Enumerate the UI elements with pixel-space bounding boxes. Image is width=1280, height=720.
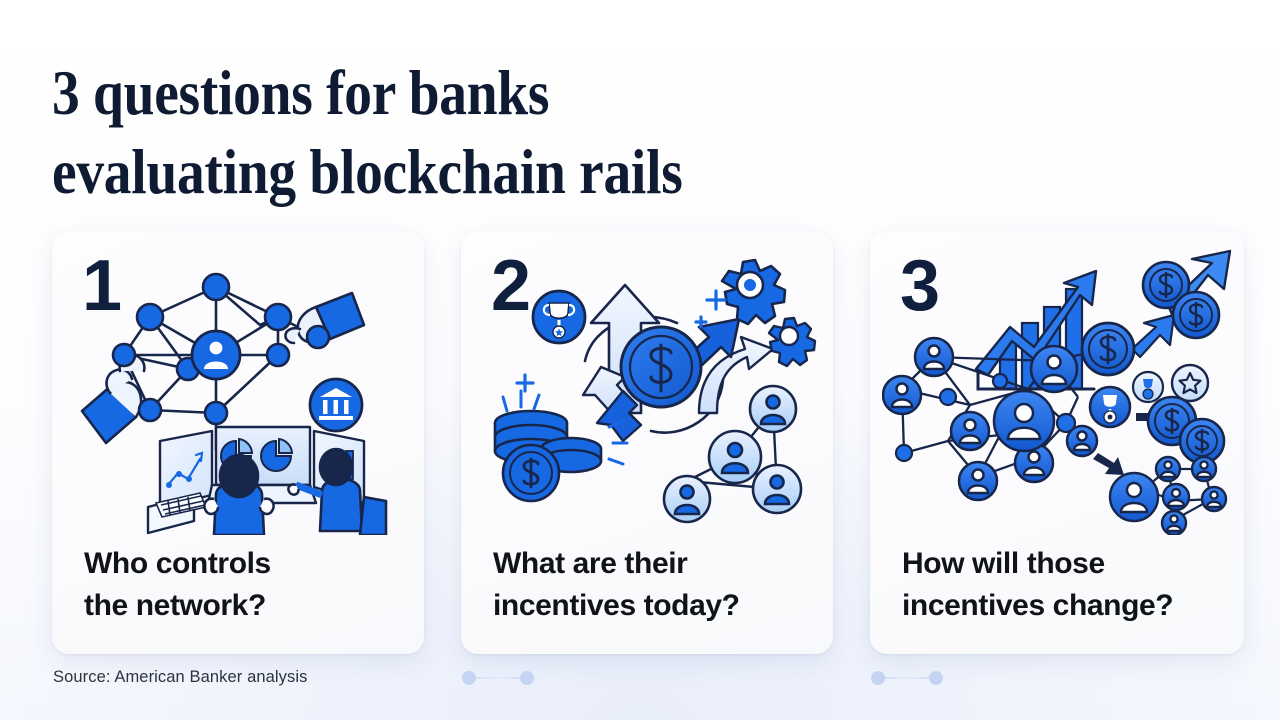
person-node-icon [1154,455,1182,483]
person-node-icon [1190,455,1218,483]
source-note: Source: American Banker analysis [53,668,308,686]
person-node-icon [957,460,999,502]
gear-icon [720,258,787,326]
card-label-1: Who controls the network? [84,546,271,623]
card-number-2: 2 [491,246,531,326]
card-question-2[interactable]: 2 [461,231,833,654]
person-node-icon [748,384,798,434]
card-question-3[interactable]: 3 [870,231,1244,654]
person-node-icon [707,429,763,485]
card-number-1: 1 [82,246,122,326]
person-node-icon [881,374,923,416]
star-badge-icon [1170,363,1210,403]
illustration-changing-incentives [881,245,1234,537]
person-node-icon [662,474,712,524]
connector-line [470,677,526,679]
connector-2-3 [871,671,943,685]
person-node-icon [913,336,955,378]
connector-dot-left [462,671,476,685]
connector-1-2 [462,671,534,685]
card-number-3: 3 [900,246,940,326]
gear-icon-small [767,316,817,368]
person-node-icon [1200,485,1228,513]
person-node-icon [1029,344,1079,394]
connector-dot-right [520,671,534,685]
dollar-coin-icon [619,325,703,409]
medal-icon-small [1131,370,1165,404]
diagonal-arrow-icon [1093,453,1124,475]
dollar-coin-icon [1141,260,1191,310]
dollar-coin-icon [1171,290,1221,340]
card-label-3: How will those incentives change? [902,546,1174,623]
person-node-icon [751,463,803,515]
cards-row: 1 [52,231,1244,685]
person-node-icon [1160,509,1188,537]
page-title: 3 questions for banks evaluating blockch… [52,58,683,208]
connector-line [879,677,935,679]
card-label-2: What are their incentives today? [493,546,740,623]
person-node-icon-large [1108,471,1160,523]
dollar-coin-icon [1080,321,1136,377]
person-node-icon [1065,424,1099,458]
person-node-icon [949,410,991,452]
coin-stack-icon [493,409,603,503]
card-question-1[interactable]: 1 [52,231,424,654]
medal-icon [1088,385,1132,429]
sparkle-icon [515,289,727,393]
illustration-network-control-room [64,245,412,537]
person-node-icon [1161,482,1191,512]
illustration-incentives-money-flow [473,245,821,535]
person-node-icon-large [992,389,1056,453]
connector-dot-left [871,671,885,685]
trophy-medal-icon [531,289,587,345]
connector-dot-right [929,671,943,685]
